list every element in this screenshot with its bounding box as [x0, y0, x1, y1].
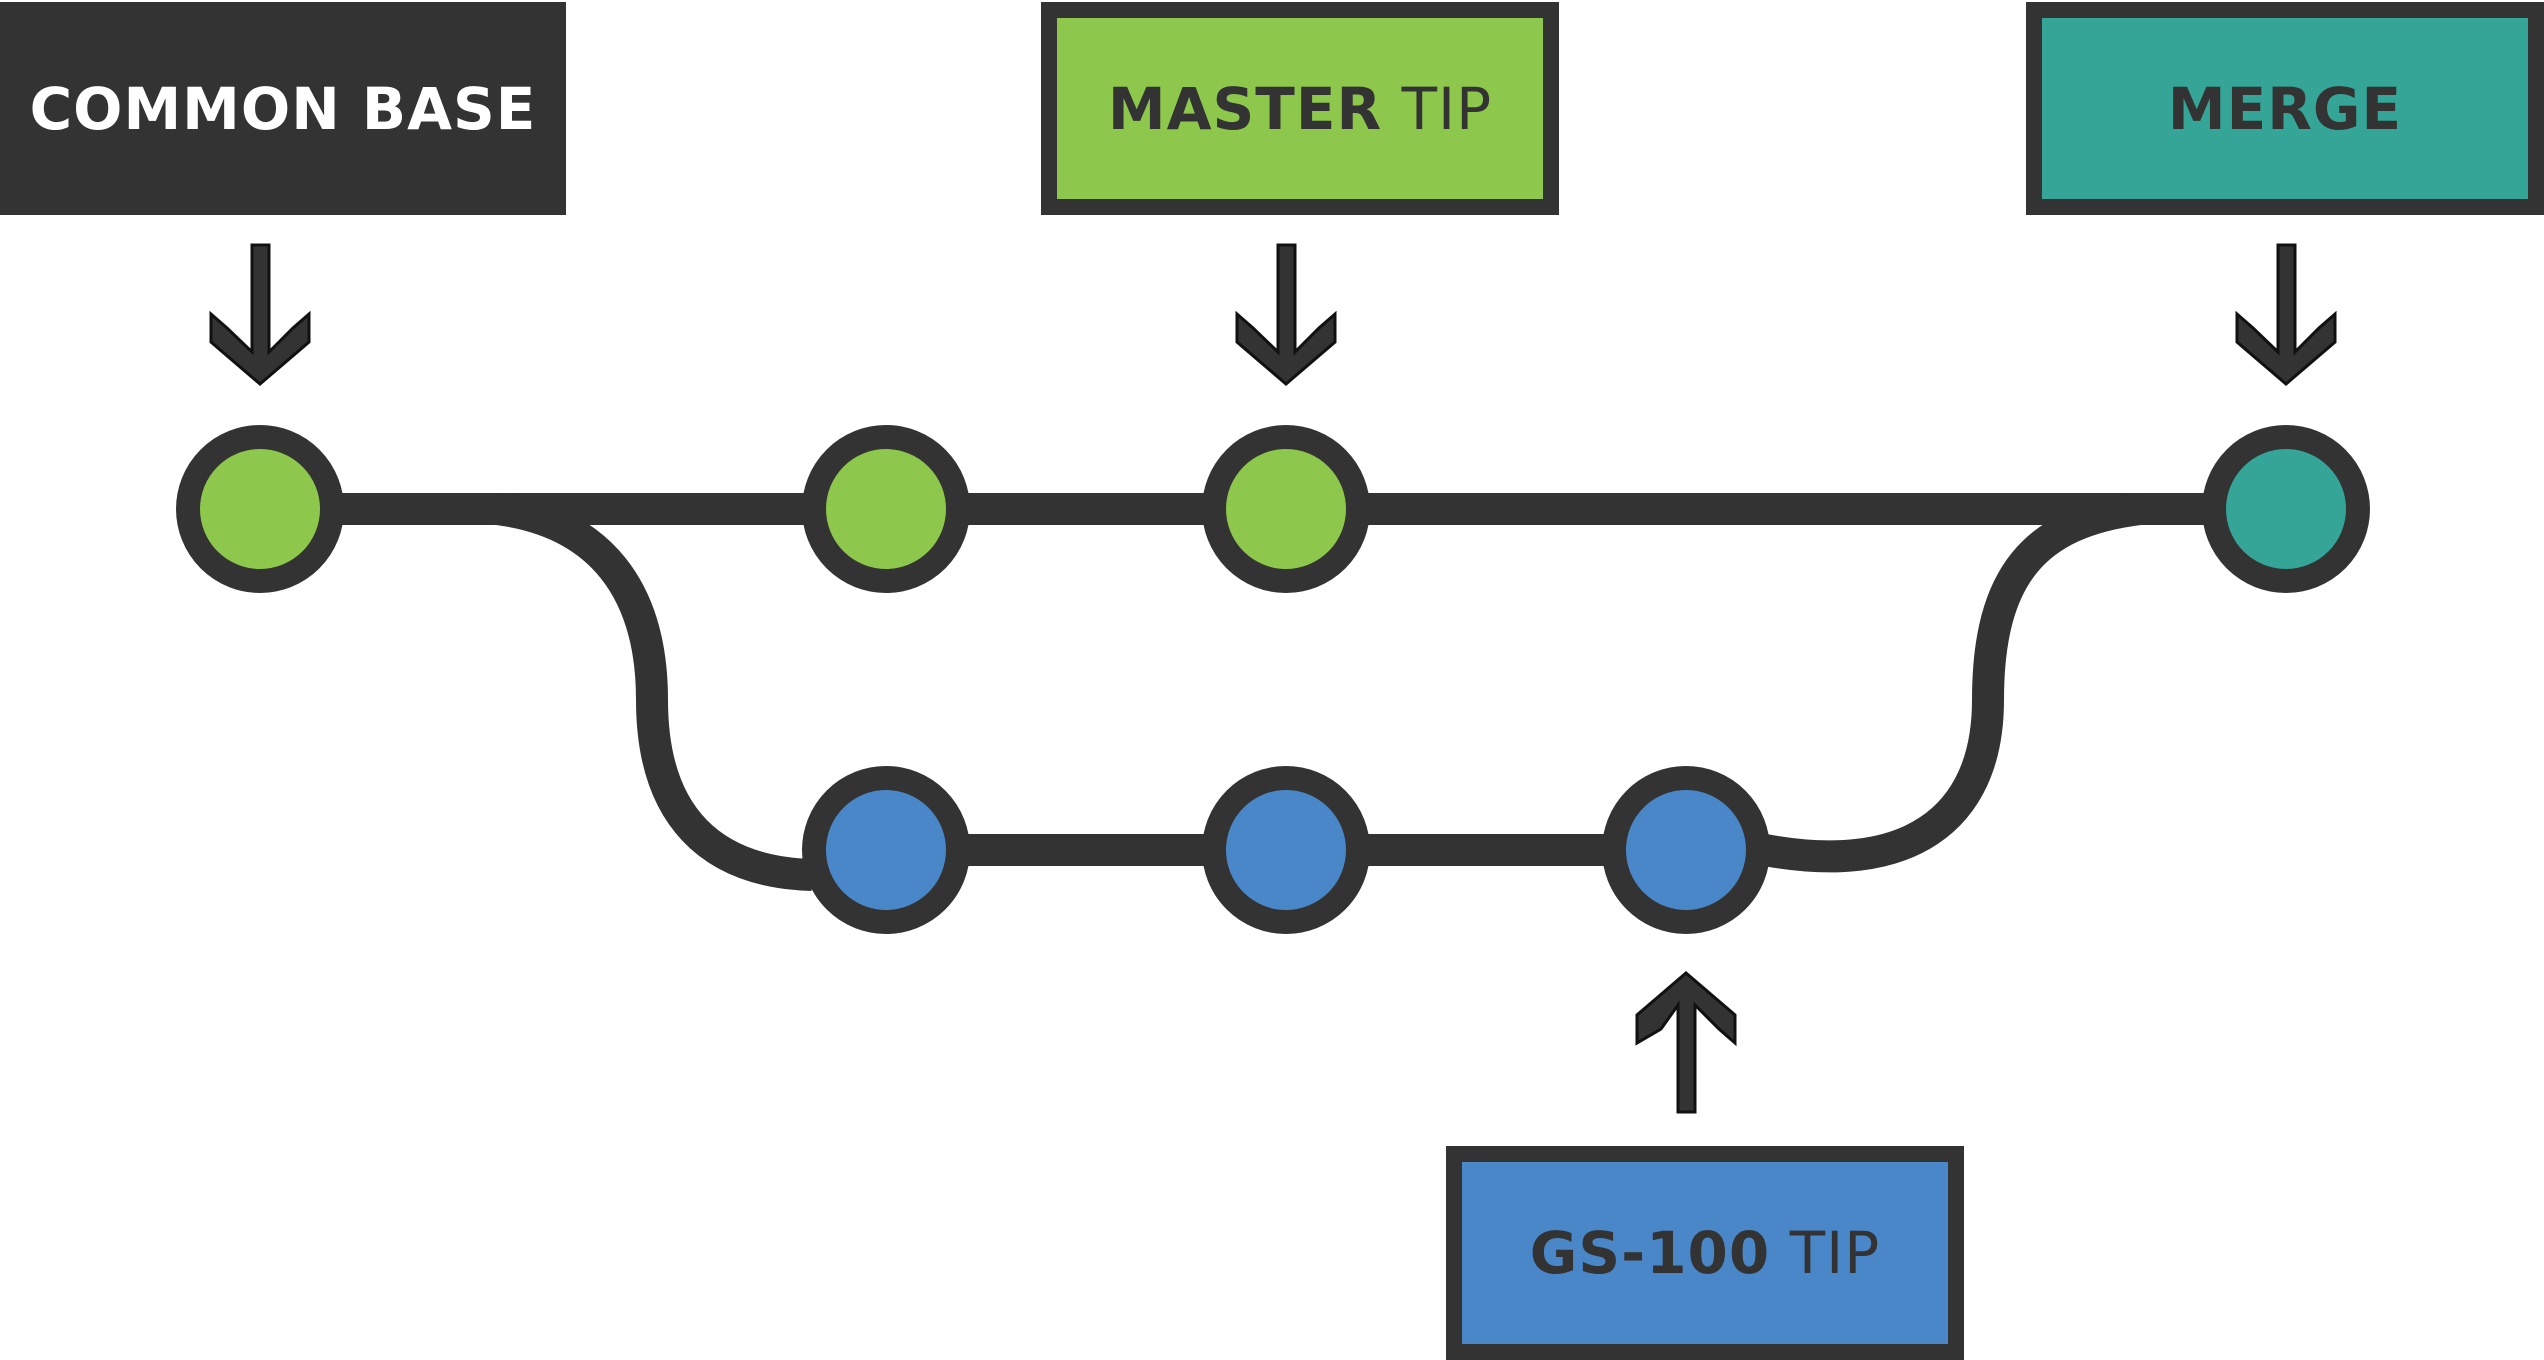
arrow-down-icon [2235, 243, 2337, 386]
gs100-tip-label-thin: TIP [1770, 1219, 1881, 1287]
gs100-tip-label-bold: GS-100 [1529, 1219, 1771, 1287]
merge-in-curve [1762, 493, 2143, 873]
arrow-down-icon [209, 243, 311, 386]
master-tip-label-box: MASTER TIP [1041, 2, 1559, 215]
commit-gs100-2 [1202, 766, 1370, 934]
common-base-label: COMMON BASE [30, 80, 537, 138]
arrow-up-icon [1635, 971, 1737, 1114]
merge-label: MERGE [2168, 80, 2402, 138]
commit-common-base [176, 425, 344, 593]
merge-label-box: MERGE [2026, 2, 2544, 215]
commit-gs100-1 [802, 766, 970, 934]
commit-master-2 [802, 425, 970, 593]
pointer-arrows [209, 243, 2337, 1114]
commit-nodes [176, 425, 2370, 934]
arrow-down-icon [1235, 243, 1337, 386]
commit-master-tip [1202, 425, 1370, 593]
common-base-label-bold: COMMON BASE [29, 74, 537, 143]
common-base-label-box: COMMON BASE [0, 2, 566, 215]
master-tip-label-thin: TIP [1382, 74, 1493, 143]
gs100-tip-label: GS-100 TIP [1530, 1224, 1880, 1282]
commit-gs100-tip [1602, 766, 1770, 934]
merge-label-bold: MERGE [2167, 74, 2403, 143]
gs100-tip-label-box: GS-100 TIP [1446, 1146, 1964, 1360]
master-tip-label: MASTER TIP [1108, 80, 1492, 138]
commit-merge [2202, 425, 2370, 593]
master-tip-label-bold: MASTER [1107, 74, 1383, 143]
branch-out-curve [494, 493, 813, 891]
